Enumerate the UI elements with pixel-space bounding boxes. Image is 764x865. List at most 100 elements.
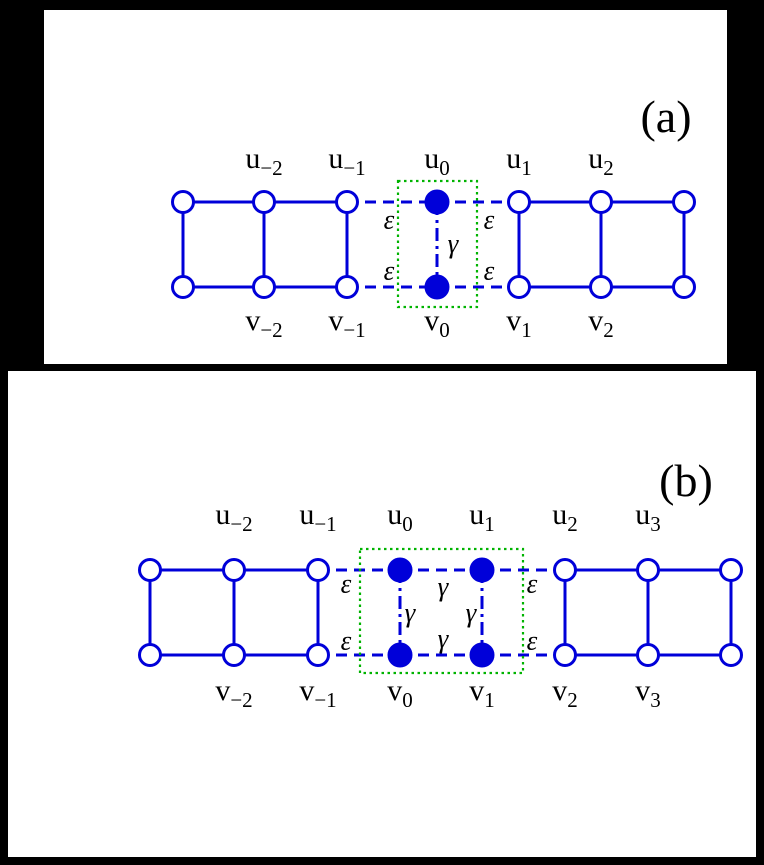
panel-b-nodes <box>138 557 743 668</box>
label-sub: 0 <box>402 688 413 712</box>
lattice-node <box>138 643 162 667</box>
lattice-node <box>222 558 246 582</box>
lattice-node <box>553 558 577 582</box>
label-v-neg2-b: v−2 <box>215 676 252 711</box>
label-sub: −1 <box>343 318 366 342</box>
label-base: v <box>245 304 261 337</box>
lattice-node <box>719 558 743 582</box>
gamma-label: γ <box>447 228 459 259</box>
panel-b-background <box>8 371 756 857</box>
label-sub: 2 <box>567 688 578 712</box>
label-base: u <box>506 142 522 175</box>
label-v-3-b: v3 <box>635 676 661 711</box>
lattice-node <box>171 190 195 214</box>
label-sub: 1 <box>484 512 495 536</box>
label-sub: −1 <box>314 688 337 712</box>
ladder-solid-bonds-a <box>181 200 686 289</box>
label-sub: −2 <box>260 156 283 180</box>
panel-a-defect-nodes <box>424 189 450 300</box>
label-u-2-b: u2 <box>552 500 578 535</box>
label-base: u <box>552 498 568 531</box>
label-base: v <box>635 674 651 707</box>
label-u-1-b: u1 <box>469 500 495 535</box>
lattice-node <box>171 275 195 299</box>
label-v-1-a: v1 <box>506 306 532 341</box>
label-u-2-a: u2 <box>588 144 614 179</box>
lattice-node <box>306 558 330 582</box>
lattice-node <box>335 275 359 299</box>
label-sub: 1 <box>521 318 532 342</box>
label-sub: −1 <box>343 156 366 180</box>
label-u-neg2-a: u−2 <box>245 144 282 179</box>
label-sub: 0 <box>439 156 450 180</box>
defect-node <box>469 557 495 583</box>
panel-a-tag: (a) <box>640 91 692 142</box>
gamma-label: γ <box>437 571 449 602</box>
defect-node <box>424 189 450 215</box>
label-sub: 2 <box>603 156 614 180</box>
label-sub: −2 <box>230 512 253 536</box>
label-sub: 0 <box>402 512 413 536</box>
label-base: v <box>588 304 604 337</box>
label-sub: 0 <box>439 318 450 342</box>
epsilon-label: ε <box>526 568 538 599</box>
label-sub: 1 <box>521 156 532 180</box>
defect-node <box>387 557 413 583</box>
panel-a-nodes <box>171 189 696 300</box>
lattice-node <box>335 190 359 214</box>
lattice-node <box>636 643 660 667</box>
panel-a-background <box>44 10 727 364</box>
lattice-node <box>719 643 743 667</box>
gamma-horizontal-bonds-b <box>400 568 482 657</box>
epsilon-label: ε <box>483 204 495 235</box>
gamma-label: γ <box>437 623 449 654</box>
lattice-node <box>222 643 246 667</box>
label-u-0-b: u0 <box>387 500 413 535</box>
epsilon-bonds-a <box>347 200 519 289</box>
epsilon-label: ε <box>340 568 352 599</box>
defect-node <box>424 274 450 300</box>
label-base: u <box>387 498 403 531</box>
label-base: v <box>299 674 315 707</box>
lattice-node <box>636 558 660 582</box>
gamma-label: γ <box>404 597 416 628</box>
label-base: u <box>245 142 261 175</box>
defect-node <box>387 642 413 668</box>
lattice-node <box>252 275 276 299</box>
epsilon-label: ε <box>340 625 352 656</box>
label-u-1-a: u1 <box>506 144 532 179</box>
lattice-node <box>553 643 577 667</box>
label-v-1-b: v1 <box>469 676 495 711</box>
label-u-neg1-b: u−1 <box>299 500 336 535</box>
label-base: v <box>506 304 522 337</box>
lattice-node <box>589 190 613 214</box>
label-sub: 1 <box>484 688 495 712</box>
label-u-neg1-a: u−1 <box>328 144 365 179</box>
gamma-vertical-bonds-b <box>398 570 484 655</box>
label-base: v <box>215 674 231 707</box>
panel-b-tag: (b) <box>659 455 713 506</box>
lattice-node <box>672 190 696 214</box>
label-sub: −2 <box>260 318 283 342</box>
gamma-label: γ <box>465 597 477 628</box>
label-base: u <box>588 142 604 175</box>
label-base: u <box>299 498 315 531</box>
label-base: u <box>424 142 440 175</box>
label-base: v <box>387 674 403 707</box>
label-sub: 2 <box>567 512 578 536</box>
label-base: v <box>469 674 485 707</box>
lattice-node <box>589 275 613 299</box>
label-base: u <box>215 498 231 531</box>
epsilon-label: ε <box>383 255 395 286</box>
label-base: u <box>469 498 485 531</box>
lattice-node <box>507 190 531 214</box>
defect-node <box>469 642 495 668</box>
label-base: v <box>552 674 568 707</box>
label-base: v <box>328 304 344 337</box>
epsilon-label: ε <box>383 204 395 235</box>
label-v-0-b: v0 <box>387 676 413 711</box>
label-base: v <box>424 304 440 337</box>
defect-box-b <box>358 547 525 675</box>
epsilon-label: ε <box>483 255 495 286</box>
